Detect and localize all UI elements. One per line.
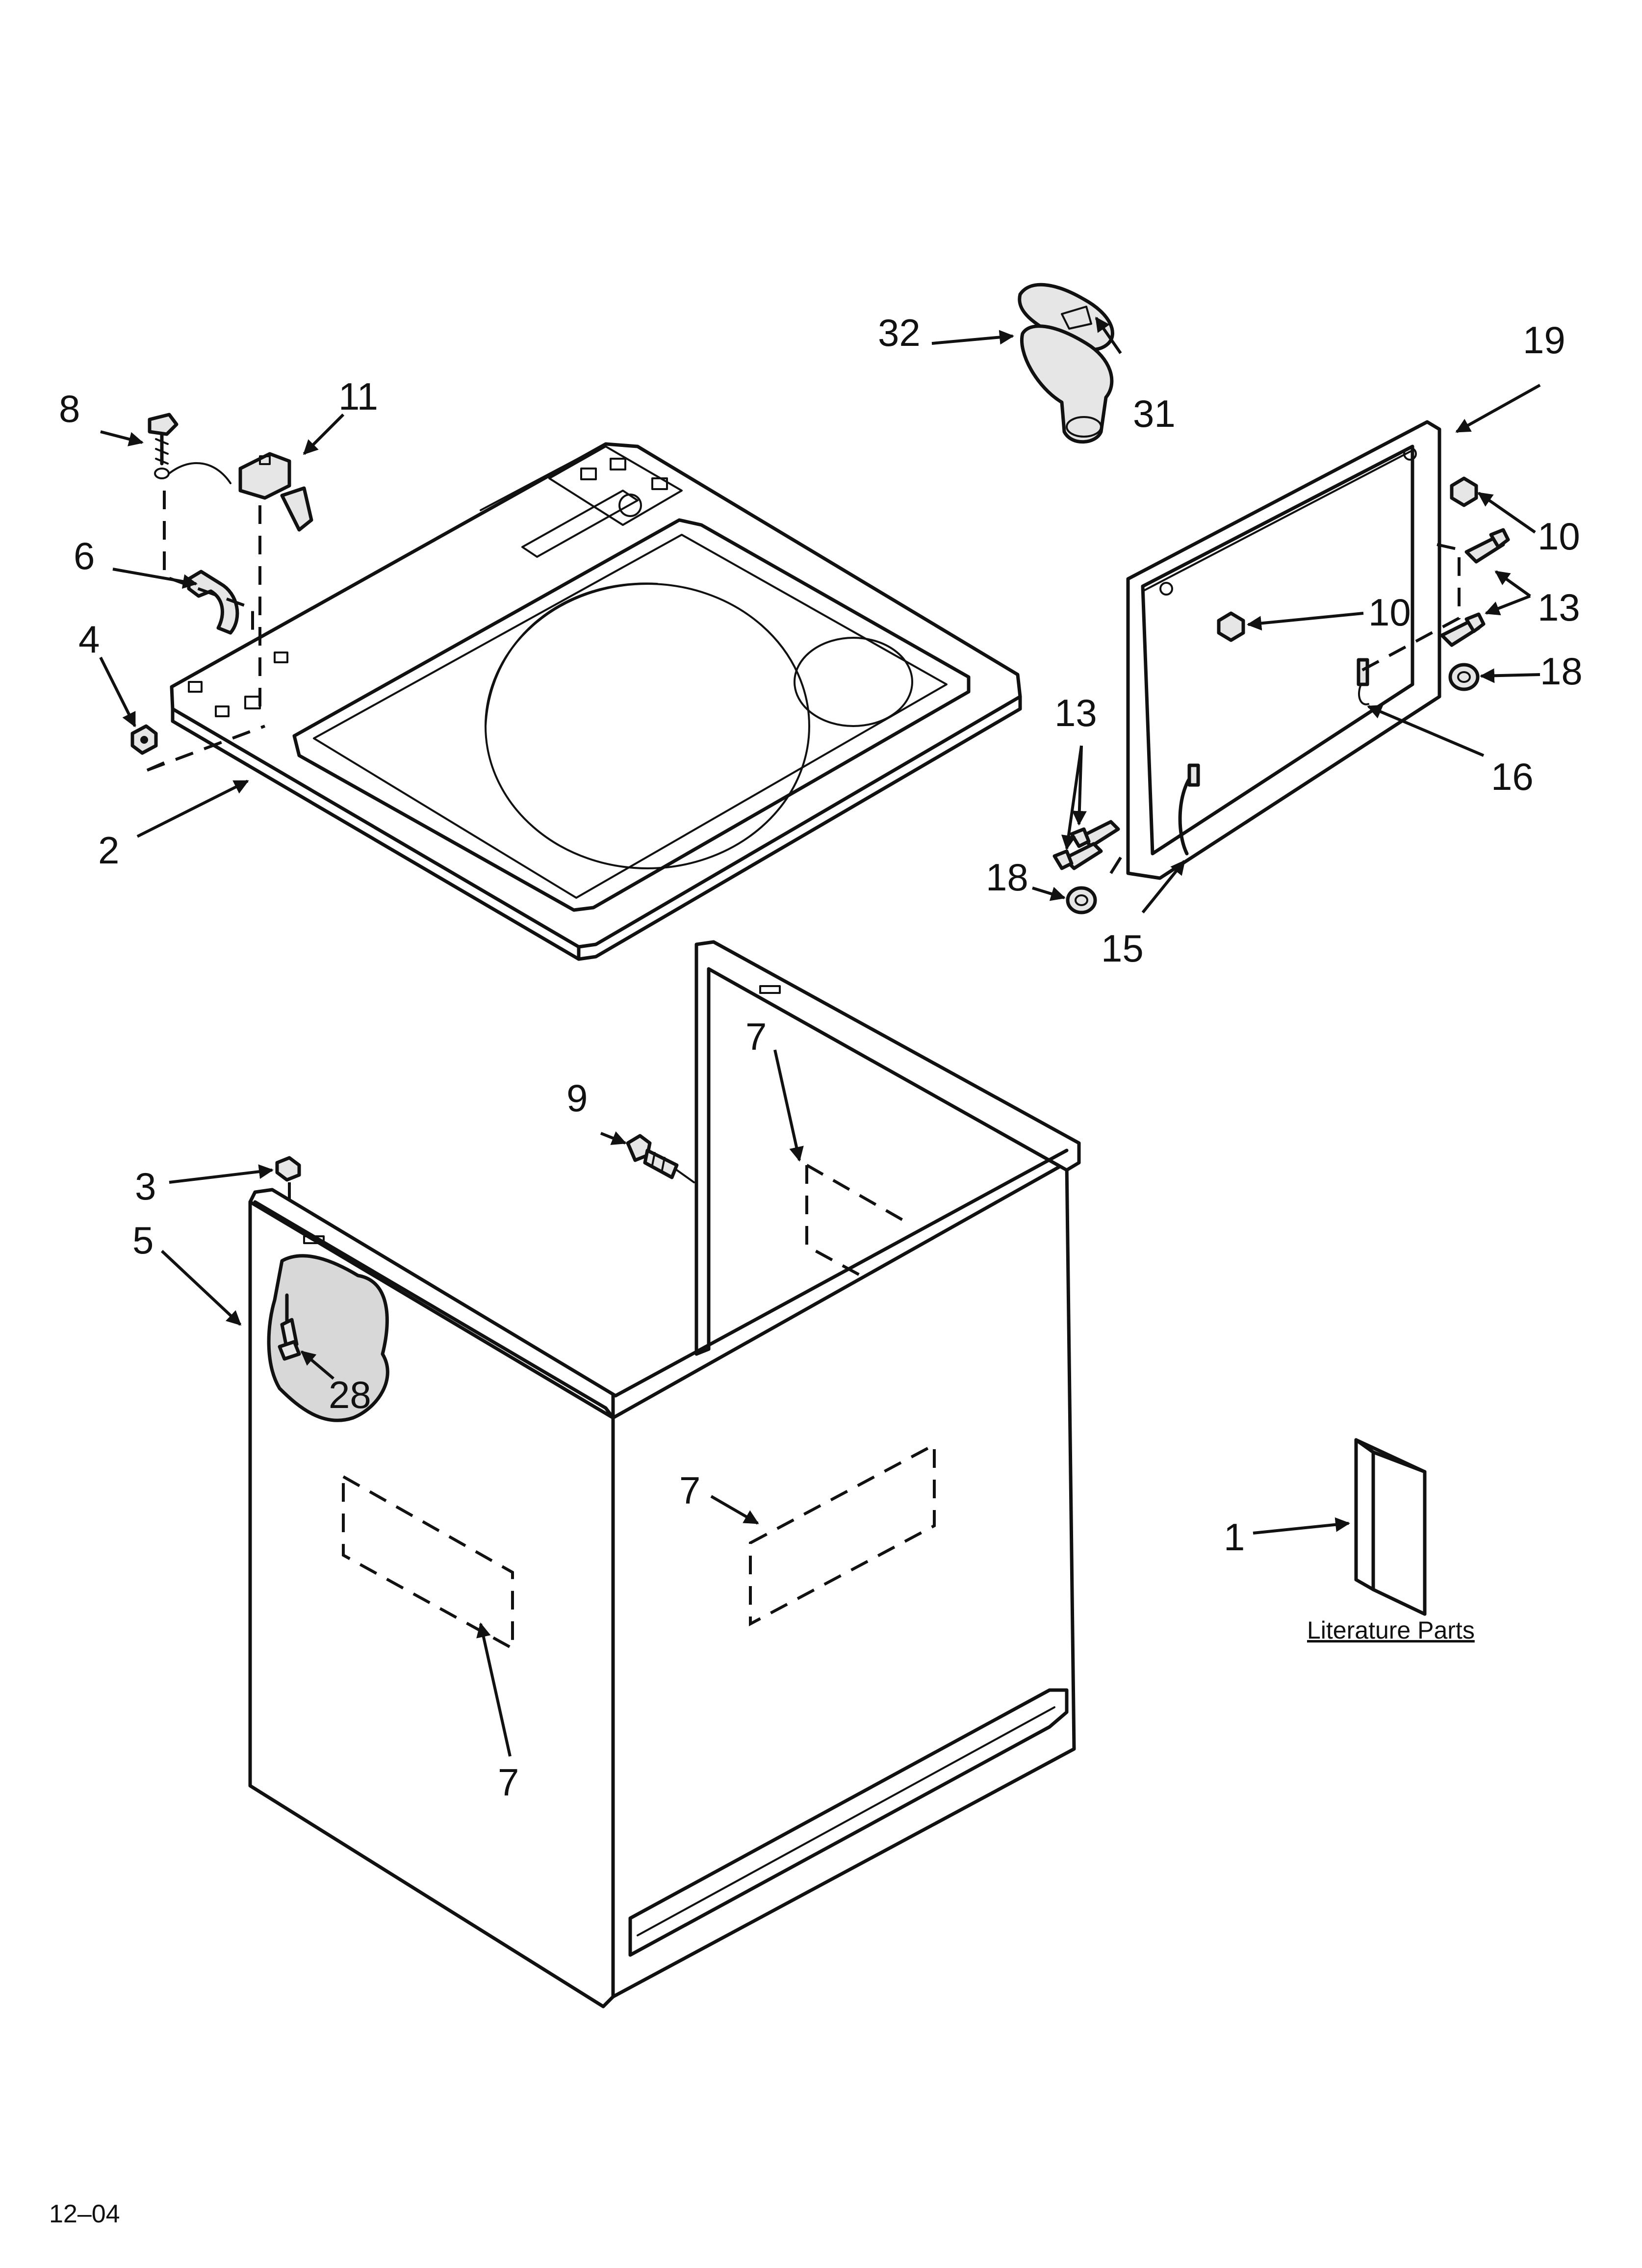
callout-32: 32 [878, 311, 921, 354]
lid-switch-part-11 [238, 452, 313, 532]
callout-9: 9 [566, 1076, 588, 1120]
callout-15: 15 [1101, 927, 1144, 970]
callout-7c: 7 [498, 1761, 519, 1804]
callout-13b: 13 [1054, 691, 1097, 734]
cabinet-part-5 [248, 940, 1081, 2008]
bracket-part-6 [187, 570, 239, 635]
top-panel [170, 442, 1022, 961]
callout-11: 11 [338, 375, 378, 418]
page-code: 12–04 [49, 2200, 120, 2228]
callout-13a: 13 [1538, 586, 1580, 629]
callout-28: 28 [329, 1373, 371, 1416]
callout-8: 8 [59, 387, 80, 430]
literature-parts-label: Literature Parts [1307, 1616, 1475, 1644]
callout-5: 5 [132, 1219, 154, 1262]
callout-3: 3 [135, 1165, 156, 1208]
callout-18b: 18 [986, 856, 1028, 899]
callout-2: 2 [98, 829, 119, 872]
callout-1: 1 [1224, 1515, 1245, 1559]
label-area-right [749, 1442, 936, 1626]
callout-19: 19 [1523, 318, 1565, 362]
leader-lines [99, 316, 1541, 1757]
callout-6: 6 [74, 534, 95, 577]
label-area-front [342, 1474, 514, 1651]
lid-part-19 [1126, 420, 1441, 880]
callout-7a: 7 [745, 1015, 767, 1058]
callout-18a: 18 [1540, 650, 1583, 693]
callout-16: 16 [1491, 755, 1534, 798]
label-area-rear [805, 1164, 911, 1277]
cutaway-part-28 [267, 1254, 389, 1422]
clip-part-4 [130, 724, 158, 755]
callout-7b: 7 [679, 1469, 700, 1512]
callout-31: 31 [1133, 392, 1176, 435]
callout-labels: 8 11 6 4 2 32 31 19 10 10 13 18 16 13 18… [49, 311, 1583, 2228]
callout-4: 4 [78, 618, 100, 661]
screw-part-8 [148, 413, 179, 479]
clip-part-3 [275, 1156, 301, 1182]
callout-10b: 10 [1368, 591, 1411, 634]
knob-part-32 [1020, 324, 1114, 444]
literature-book-part-1 [1354, 1438, 1427, 1616]
callout-10a: 10 [1538, 515, 1580, 558]
screw-part-9 [626, 1134, 679, 1179]
lid-fasteners [1052, 476, 1510, 914]
